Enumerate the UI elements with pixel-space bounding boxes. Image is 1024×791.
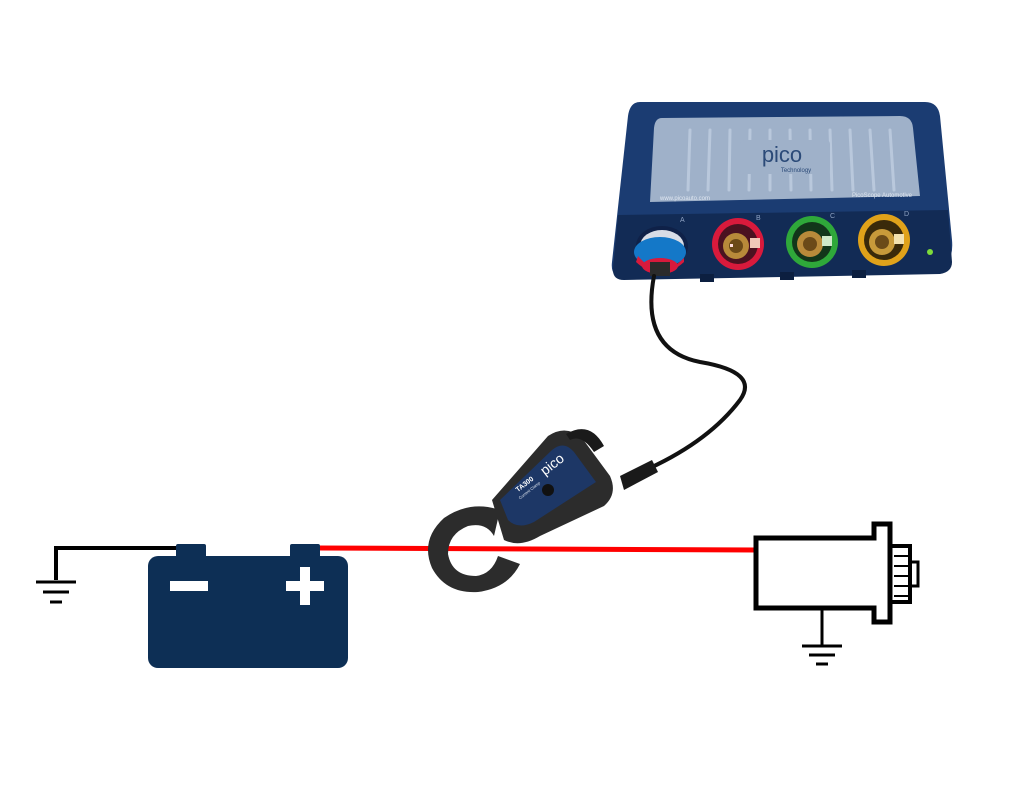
channel-a-connector[interactable] [634,226,688,276]
channel-c-connector[interactable] [786,216,838,268]
scope-logo: pico [762,142,802,167]
probe-cable [648,274,747,470]
scope-foot [700,274,714,282]
oscilloscope: pico Technology www.picoauto.com PicoSco… [611,102,953,282]
motor-connector [888,544,912,604]
motor-body [753,521,893,625]
scope-model-text: PicoScope Automotive [852,193,913,199]
channel-label-d: D [904,211,909,218]
channel-label-b: B [756,215,761,222]
clamp-trigger [566,429,604,452]
ground-symbol-icon [36,580,76,604]
scope-logo-sub: Technology [781,168,811,174]
status-led-icon [927,249,933,255]
scope-foot [852,270,866,278]
channel-b-connector[interactable] [712,218,764,270]
battery-body [148,556,348,668]
clamp-button[interactable] [542,484,554,496]
cable-strain-relief [620,460,658,490]
channel-label-a: A [680,217,685,224]
current-clamp: pico TA300 Current Clamp [428,429,613,593]
ground-wire [54,546,178,580]
scope-url-text: www.picoauto.com [659,196,710,202]
channel-d-connector[interactable] [858,214,910,266]
channel-label-c: C [830,213,835,220]
battery-positive-symbol-v [300,567,310,605]
scope-logo-bg [740,140,830,174]
battery-icon [148,544,348,668]
motor-connector-ribs [894,555,908,597]
motor-connector-tab [908,560,920,588]
clamp-jaw [428,506,520,593]
motor-load-icon [753,521,920,625]
positive-wire [317,545,757,553]
ground-symbol-icon [802,610,842,666]
battery-negative-symbol [170,581,208,591]
scope-foot [780,272,794,280]
